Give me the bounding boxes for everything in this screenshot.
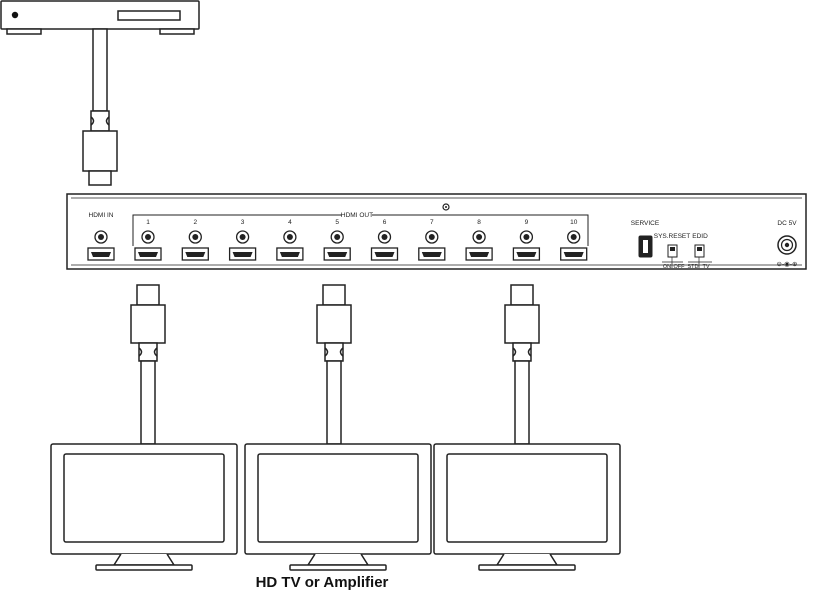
port-led-icon bbox=[377, 230, 392, 244]
hdmi-out-port-number: 2 bbox=[193, 219, 197, 226]
port-led-icon bbox=[283, 230, 297, 244]
hdmi-out-port-8: 8 bbox=[465, 219, 493, 261]
sys-reset-on-label: ON bbox=[663, 264, 671, 270]
hdmi-out-port-number: 8 bbox=[477, 219, 481, 226]
source-device bbox=[0, 0, 200, 35]
hdmi-splitter: HDMI IN HDMI OUT 1 2 3 4 5 6 7 8 9 10 SERVICE SYS… bbox=[66, 193, 807, 270]
output-hdmi-cable bbox=[504, 284, 540, 445]
dc-label: DC 5V bbox=[777, 220, 797, 227]
edid-switch bbox=[688, 244, 712, 268]
hdmi-out-port-4: 4 bbox=[276, 219, 304, 261]
port-led-icon bbox=[519, 230, 534, 244]
tv-icon bbox=[244, 443, 432, 571]
hdmi-out-port-9: 9 bbox=[512, 219, 541, 261]
port-led-icon bbox=[425, 230, 439, 244]
hdmi-out-port-number: 4 bbox=[288, 219, 292, 226]
hdmi-out-port-number: 10 bbox=[570, 219, 578, 226]
hdmi-out-port-number: 5 bbox=[335, 219, 339, 226]
hdmi-out-label: HDMI OUT bbox=[341, 212, 373, 219]
port-led-icon bbox=[567, 230, 581, 244]
edid-label: EDID bbox=[692, 233, 708, 240]
hdmi-out-port-number: 7 bbox=[430, 219, 434, 226]
input-hdmi-cable bbox=[82, 28, 118, 186]
port-led-icon bbox=[235, 230, 250, 244]
port-led-icon bbox=[472, 230, 486, 244]
edid-std-label: STD bbox=[688, 264, 699, 270]
port-led-icon bbox=[141, 230, 155, 244]
sys-reset-off-label: OFF bbox=[674, 264, 686, 270]
hdmi-out-port-2: 2 bbox=[181, 219, 209, 261]
dc-polarity-symbol: ⊖-◉-⊕ bbox=[777, 261, 798, 268]
hdmi-out-port-10: 10 bbox=[560, 219, 588, 261]
service-label: SERVICE bbox=[631, 220, 660, 227]
tv-icon bbox=[50, 443, 238, 571]
dc-power-jack bbox=[777, 235, 797, 255]
hdmi-out-port-number: 6 bbox=[383, 219, 387, 226]
sys-reset-switch bbox=[662, 244, 683, 268]
service-port bbox=[638, 235, 653, 258]
hdmi-in-led-icon bbox=[94, 230, 108, 244]
port-led-icon bbox=[188, 230, 202, 244]
hdmi-out-port-number: 1 bbox=[146, 219, 150, 226]
displays-caption: HD TV or Amplifier bbox=[256, 574, 389, 591]
hdmi-in-port bbox=[87, 247, 115, 261]
hdmi-out-port-3: 3 bbox=[228, 219, 257, 261]
power-led-icon bbox=[11, 11, 19, 19]
output-hdmi-cable bbox=[316, 284, 352, 445]
hdmi-in-label: HDMI IN bbox=[89, 212, 114, 219]
hdmi-out-port-number: 9 bbox=[525, 219, 529, 226]
hdmi-out-port-7: 7 bbox=[418, 219, 446, 261]
port-led-icon bbox=[330, 230, 344, 244]
tv-icon bbox=[433, 443, 621, 571]
hdmi-out-port-6: 6 bbox=[370, 219, 399, 261]
output-hdmi-cable bbox=[130, 284, 166, 445]
hdmi-out-port-number: 3 bbox=[241, 219, 245, 226]
sys-reset-label: SYS.RESET bbox=[654, 233, 691, 240]
hdmi-out-port-5: 5 bbox=[323, 219, 351, 261]
edid-tv-label: TV bbox=[702, 264, 709, 270]
hdmi-out-port-1: 1 bbox=[134, 219, 162, 261]
